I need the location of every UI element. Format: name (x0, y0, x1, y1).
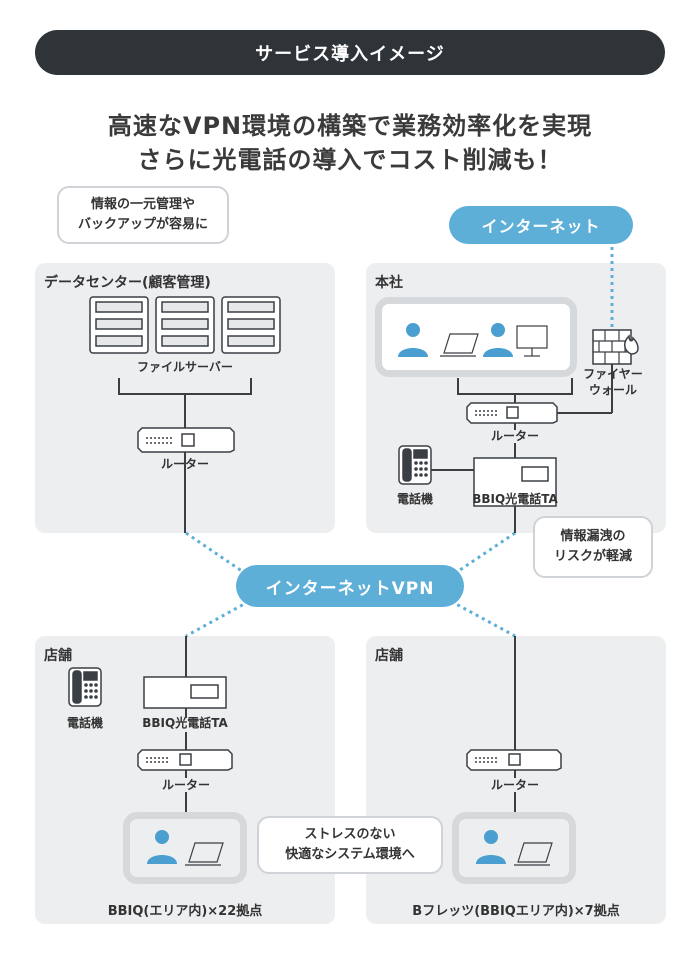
datacenter-title: データセンター(顧客管理) (44, 275, 211, 291)
honsha-bubble: 情報漏洩の リスクが軽減 (533, 516, 653, 578)
center-bubble: ストレスのない 快適なシステム環境へ (257, 816, 443, 874)
server-icon (89, 296, 281, 354)
firewall-label: ファイヤー ウォール (578, 366, 648, 398)
headline-line1: 高速なVPN環境の構築で業務効率化を実現 (107, 112, 593, 140)
datacenter-bubble-line2: バックアップが容易に (77, 217, 208, 232)
laptop-icon (185, 842, 224, 866)
store-left-title: 店舗 (44, 648, 72, 664)
honsha-bubble-line1: 情報漏洩の (560, 529, 626, 544)
monitor-icon (516, 325, 548, 357)
link-vpn-store-left (185, 596, 256, 638)
vpn-label: インターネットVPN (265, 578, 435, 599)
center-bubble-line2: 快適なシステム環境へ (285, 847, 415, 862)
honsha-router-label: ルーター (490, 429, 539, 443)
header-title: サービス導入イメージ (255, 43, 445, 65)
store-left-router-label: ルーター (161, 778, 210, 792)
vpn-cloud: インターネットVPN (236, 565, 464, 607)
router-icon (137, 402, 562, 771)
server-label: ファイルサーバー (137, 360, 233, 374)
person-icon (398, 323, 513, 357)
internet-cloud: インターネット (449, 206, 633, 244)
datacenter-router-label: ルーター (160, 457, 209, 471)
store-right-router-label: ルーター (490, 778, 539, 792)
telephone-icon (68, 445, 432, 707)
store-left-pc-card (123, 812, 247, 884)
person-icon (147, 830, 177, 864)
honsha-ta-label: BBIQ光電話TA (472, 492, 558, 506)
store-left-phone-label: 電話機 (66, 716, 103, 730)
store-left-footer: BBIQ(エリア内)×22拠点 (107, 904, 263, 919)
honsha-phone-label: 電話機 (396, 492, 433, 506)
honsha-title: 本社 (375, 275, 403, 291)
store-right-footer: Bフレッツ(BBIQエリア内)×7拠点 (412, 904, 620, 919)
store-left-ta-label: BBIQ光電話TA (142, 716, 228, 730)
datacenter-bubble: 情報の一元管理や バックアップが容易に (57, 186, 229, 244)
firewall-icon (592, 329, 639, 365)
person-icon (476, 830, 506, 864)
datacenter-bubble-line1: 情報の一元管理や (90, 197, 195, 212)
ta-device-icon (143, 457, 557, 709)
center-bubble-line1: ストレスのない (304, 827, 396, 842)
store-right-title: 店舗 (375, 648, 403, 664)
honsha-pc-card (375, 297, 577, 377)
store-right-pc-card (452, 812, 576, 884)
firewall-label-line1: ファイヤー (583, 367, 643, 381)
headline-line2: さらに光電話の導入でコスト削減も！ (137, 146, 563, 174)
firewall-label-line2: ウォール (588, 383, 637, 397)
laptop-icon (514, 842, 553, 866)
internet-label: インターネット (481, 217, 601, 236)
laptop-icon (440, 333, 479, 357)
honsha-bubble-line2: リスクが軽減 (553, 549, 632, 564)
header-banner: サービス導入イメージ (35, 30, 665, 75)
